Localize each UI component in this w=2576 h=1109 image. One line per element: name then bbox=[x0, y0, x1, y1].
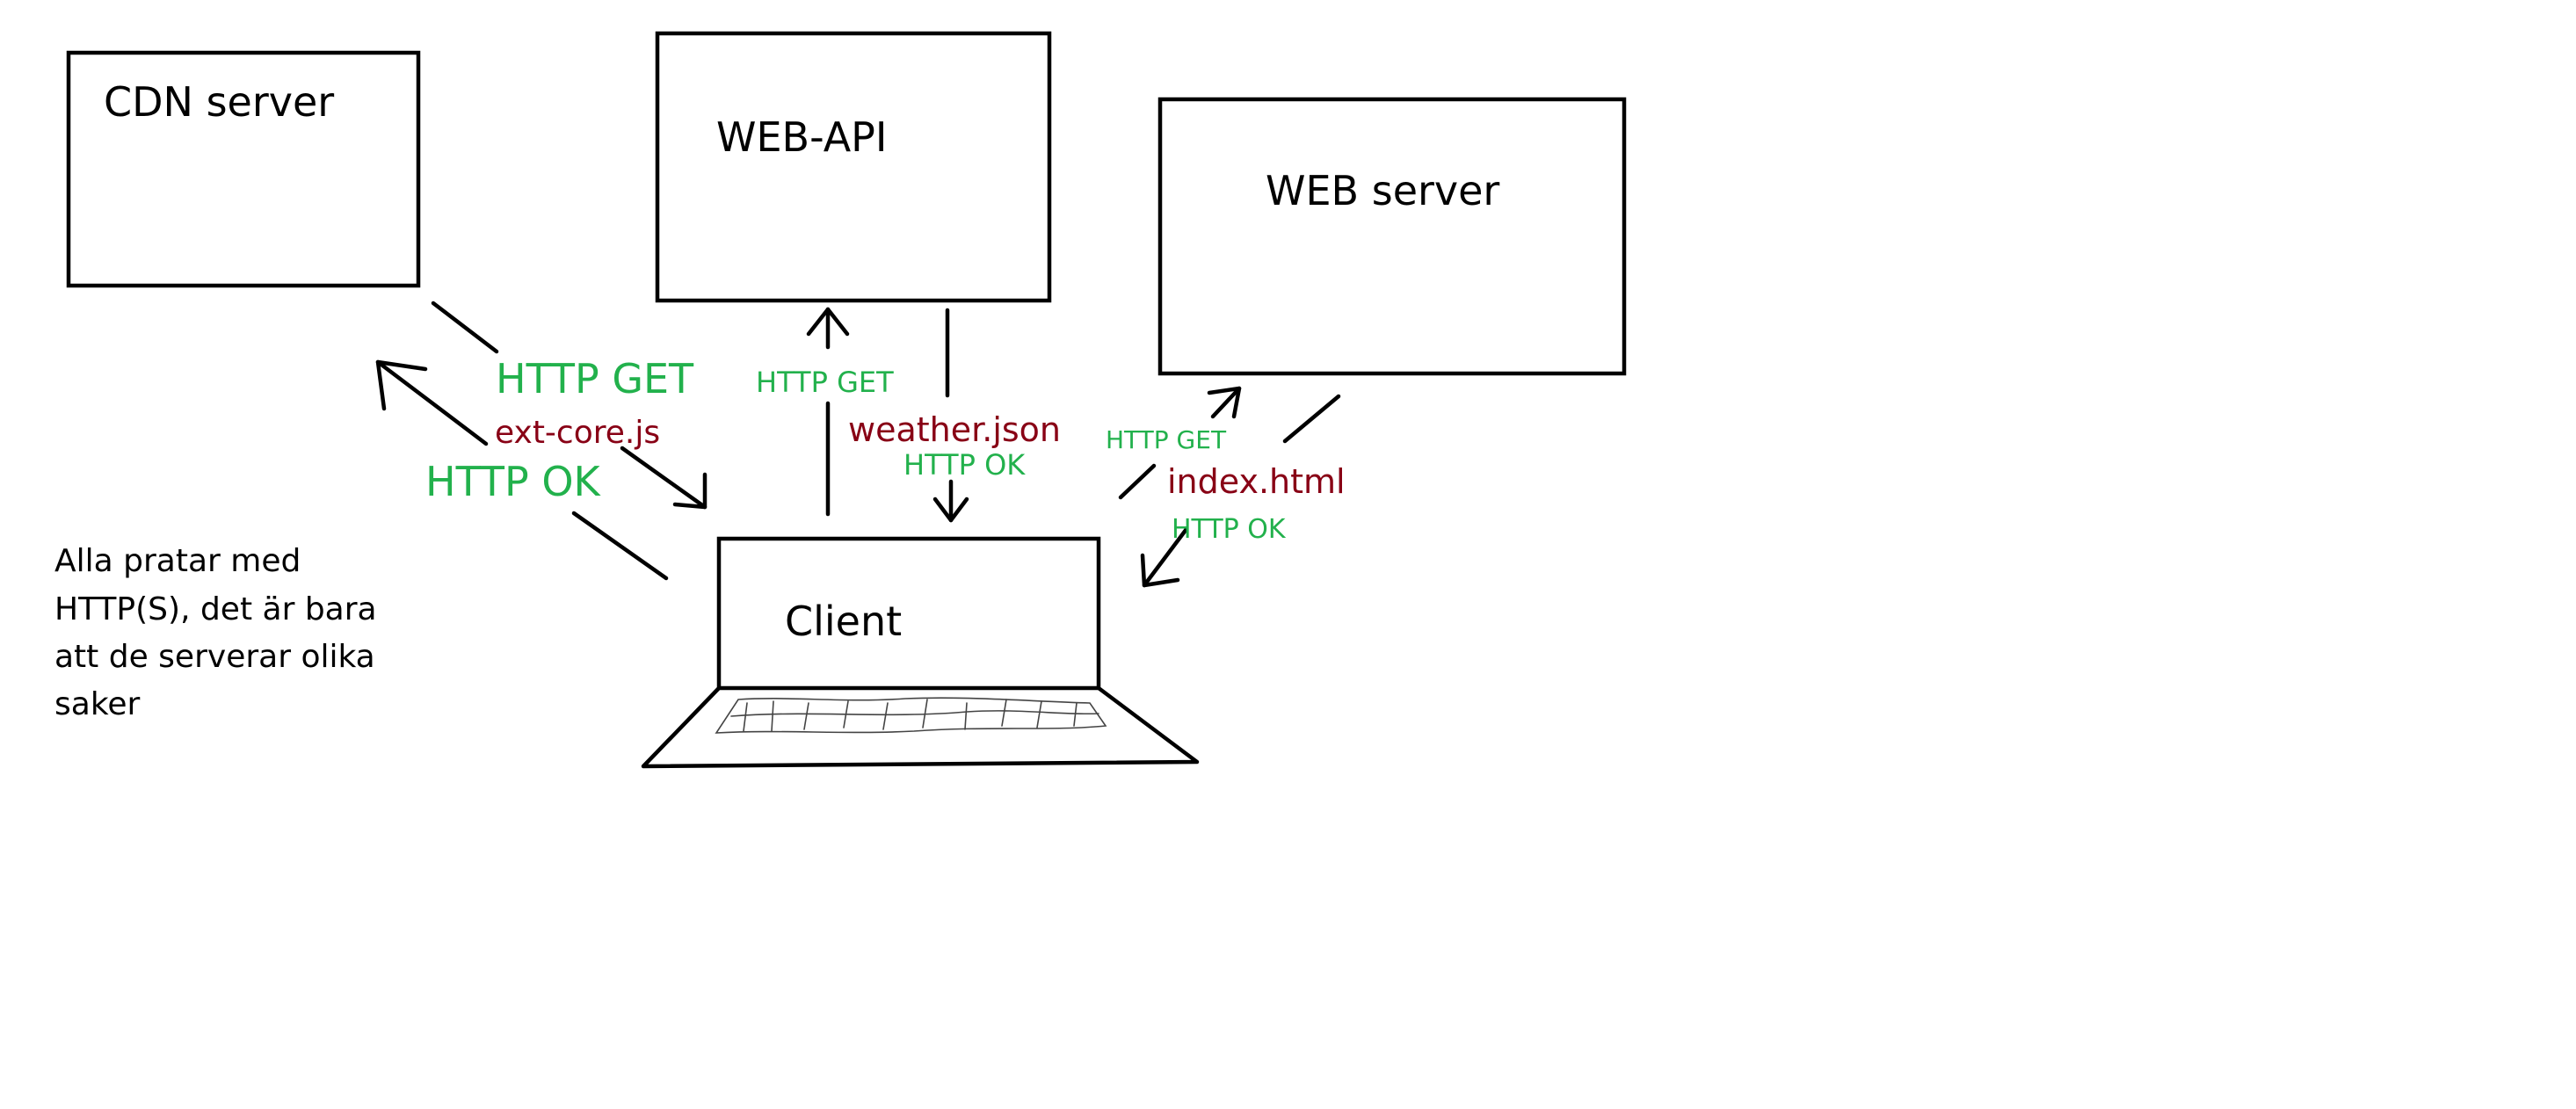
web-api-label: WEB-API bbox=[716, 113, 887, 161]
api-request-label: HTTP GET bbox=[756, 366, 894, 399]
web-server-node: WEB server bbox=[1157, 97, 1627, 376]
web-request-arrow bbox=[1118, 386, 1242, 500]
web-request-label: HTTP GET bbox=[1106, 425, 1227, 454]
api-request-arrow bbox=[806, 307, 850, 517]
cdn-file-label: ext-core.js bbox=[495, 415, 660, 451]
cdn-server-node: CDN server bbox=[66, 50, 421, 288]
web-server-label: WEB server bbox=[1266, 167, 1499, 214]
web-response-label: HTTP OK bbox=[1172, 514, 1287, 545]
cdn-server-label: CDN server bbox=[104, 78, 334, 126]
client-node: Client bbox=[641, 536, 1200, 769]
note-line: saker bbox=[54, 686, 141, 722]
client-label: Client bbox=[785, 598, 902, 645]
explanation-note: Alla pratar med HTTP(S), det är bara att… bbox=[54, 543, 377, 722]
api-response-arrow bbox=[932, 308, 969, 523]
api-file-label: weather.json bbox=[848, 410, 1061, 449]
laptop-screen bbox=[716, 536, 1101, 691]
cdn-request-arrow bbox=[431, 301, 707, 510]
laptop-base bbox=[641, 685, 1200, 769]
laptop-keyboard-icon bbox=[715, 697, 1107, 734]
cdn-response-label: HTTP OK bbox=[425, 458, 602, 505]
api-response-label: HTTP OK bbox=[903, 448, 1026, 482]
cdn-response-arrow bbox=[375, 359, 669, 581]
note-line: att de serverar olika bbox=[54, 639, 375, 675]
note-line: HTTP(S), det är bara bbox=[54, 591, 377, 627]
web-file-label: index.html bbox=[1167, 462, 1346, 501]
note-line: Alla pratar med bbox=[54, 543, 301, 579]
web-response-arrow bbox=[1140, 394, 1341, 588]
web-api-node: WEB-API bbox=[655, 31, 1052, 303]
cdn-request-label: HTTP GET bbox=[496, 355, 694, 402]
